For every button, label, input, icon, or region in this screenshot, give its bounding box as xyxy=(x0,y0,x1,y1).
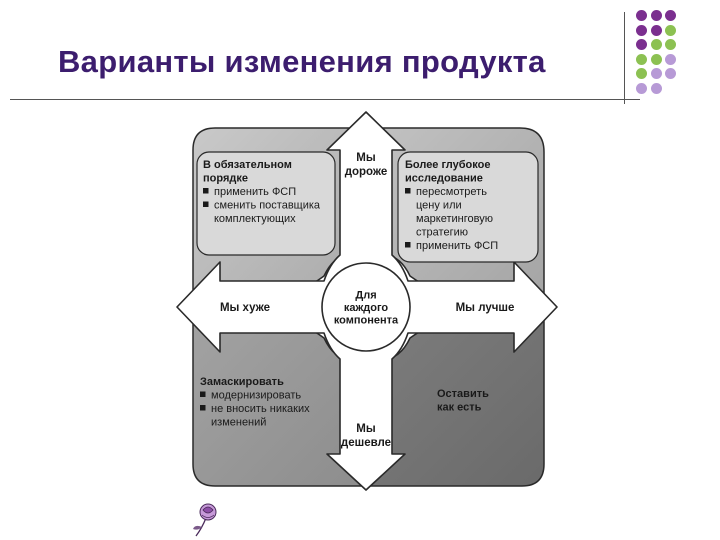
vertical-divider xyxy=(624,12,625,104)
quadrant-bottom-right: Оставить как есть xyxy=(437,388,489,414)
decor-dot xyxy=(650,68,662,79)
decor-dot xyxy=(650,53,662,65)
bullet-marker xyxy=(405,242,411,248)
arrow-label-up: Мы дороже xyxy=(345,152,388,178)
center-circle xyxy=(321,262,411,352)
rose-icon xyxy=(193,503,217,537)
bullet-marker xyxy=(203,188,209,194)
decor-dot xyxy=(665,68,676,79)
bullet-marker xyxy=(200,405,206,411)
decor-dot xyxy=(650,39,662,50)
decor-dot xyxy=(665,10,676,21)
center-label-line: Для xyxy=(355,290,376,302)
quadrant-heading: Замаскировать xyxy=(200,376,284,388)
arrow-label-down: Мы дешевле xyxy=(341,423,391,449)
arrow-down-line: дешевле xyxy=(341,437,391,449)
quadrant-heading: исследование xyxy=(405,173,483,185)
decor-dot xyxy=(636,82,647,94)
quadrant-heading: порядке xyxy=(203,173,248,185)
quadrant-item: стратегию xyxy=(416,227,468,239)
decor-dot xyxy=(636,39,647,50)
quadrant-item: комплектующих xyxy=(214,213,296,225)
decor-dot xyxy=(650,24,662,36)
center-label-line: компонента xyxy=(334,315,399,327)
decor-dot xyxy=(650,10,662,21)
title-divider xyxy=(10,99,640,100)
decor-dot xyxy=(636,53,647,65)
quadrant-item: изменений xyxy=(211,417,266,429)
quadrant-item: модернизировать xyxy=(211,390,301,402)
quadrant-item: сменить поставщика xyxy=(214,200,321,212)
decor-dot xyxy=(636,24,647,36)
quadrant-heading: как есть xyxy=(437,402,482,414)
arrow-up-line: дороже xyxy=(345,166,388,178)
arrow-up-line: Мы xyxy=(356,152,376,164)
quadrant-item: применить ФСП xyxy=(214,186,296,198)
decor-dot xyxy=(665,53,676,65)
decor-dot xyxy=(636,68,647,79)
decor-dot xyxy=(636,10,647,21)
quadrant-heading: В обязательном xyxy=(203,159,292,171)
quadrant-heading: Более глубокое xyxy=(405,159,490,171)
arrow-down-line: Мы xyxy=(356,423,376,435)
quadrant-item: пересмотреть xyxy=(416,186,487,198)
center-label-line: каждого xyxy=(344,302,389,314)
quadrant-item: маркетинговую xyxy=(416,213,493,225)
arrow-label-left: Мы хуже xyxy=(220,302,270,314)
arrow-label-right: Мы лучше xyxy=(456,302,515,314)
bullet-marker xyxy=(405,188,411,194)
quadrant-item: цену или xyxy=(416,200,462,212)
quadrant-heading: Оставить xyxy=(437,388,489,400)
quadrant-item: применить ФСП xyxy=(416,240,498,252)
slide-title: Варианты изменения продукта xyxy=(58,44,546,79)
bullet-marker xyxy=(200,391,206,397)
decor-dot xyxy=(650,82,662,94)
bullet-marker xyxy=(203,201,209,207)
box-top-right xyxy=(397,151,539,263)
box-top-left xyxy=(196,151,336,256)
decor-dot xyxy=(665,24,676,36)
decor-dot xyxy=(665,39,676,50)
quadrant-item: не вносить никаких xyxy=(211,403,310,415)
